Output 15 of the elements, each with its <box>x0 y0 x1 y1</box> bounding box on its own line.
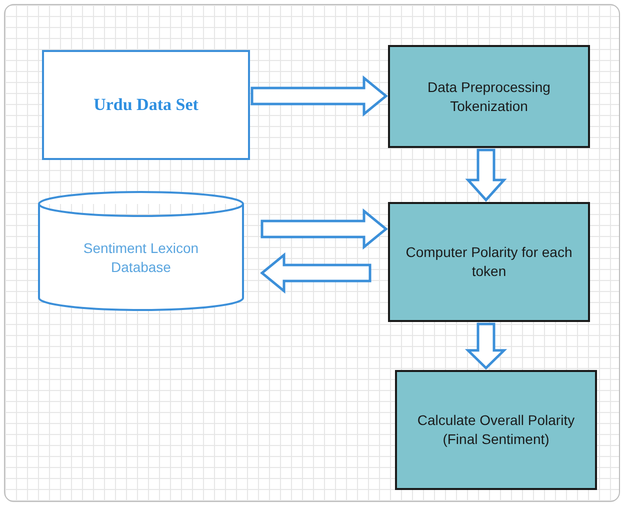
process-box <box>388 45 590 148</box>
process-box <box>42 50 250 160</box>
node-label: Urdu Data Set <box>94 94 198 116</box>
block-arrow <box>260 208 388 250</box>
block-arrow <box>260 252 372 294</box>
node-label: Sentiment Lexicon Database <box>82 239 200 277</box>
database-cylinder <box>37 190 245 312</box>
node-label: Calculate Overall Polarity (Final Sentiment) <box>416 411 576 449</box>
block-arrow <box>250 75 388 117</box>
process-box <box>388 202 590 322</box>
block-arrow <box>465 148 507 202</box>
block-arrow <box>464 322 508 370</box>
node-label: Computer Polarity for each token <box>404 243 574 281</box>
node-label: Data Preprocessing Tokenization <box>426 78 552 116</box>
process-box <box>395 370 597 490</box>
